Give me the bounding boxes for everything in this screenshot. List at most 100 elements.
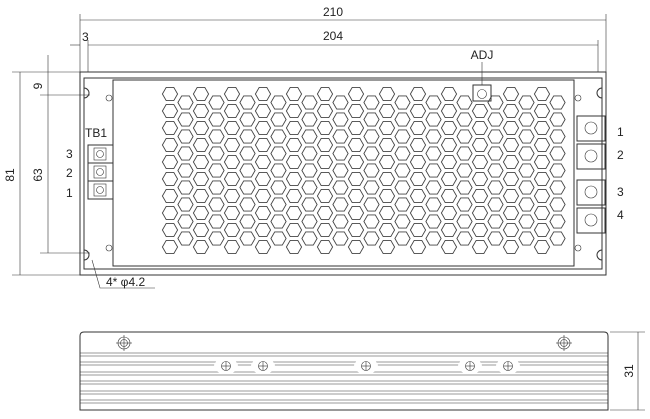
vent-hole bbox=[254, 120, 272, 136]
vent-hole bbox=[239, 163, 256, 178]
vent-hole bbox=[409, 103, 427, 119]
vent-hole bbox=[332, 146, 349, 161]
vent-hole bbox=[502, 154, 520, 170]
vent-hole bbox=[239, 95, 256, 110]
vent-hole bbox=[487, 180, 504, 195]
vent-hole bbox=[502, 188, 520, 204]
vent-hole bbox=[254, 137, 272, 153]
vent-hole bbox=[332, 197, 349, 212]
vent-hole bbox=[502, 205, 520, 221]
vent-hole bbox=[192, 137, 210, 153]
vent-hole bbox=[223, 222, 241, 238]
vent-hole bbox=[316, 120, 334, 136]
vent-hole bbox=[270, 197, 287, 212]
vent-hole bbox=[161, 222, 179, 238]
vent-hole bbox=[456, 180, 473, 195]
vent-hole bbox=[285, 188, 303, 204]
vent-hole bbox=[223, 103, 241, 119]
top-view bbox=[79, 62, 607, 276]
mounting-screw-icon bbox=[556, 335, 572, 351]
vent-hole bbox=[487, 197, 504, 212]
vent-hole bbox=[208, 112, 225, 127]
vent-hole bbox=[378, 205, 396, 221]
vent-hole bbox=[208, 180, 225, 195]
dimension-lines bbox=[12, 14, 645, 411]
vent-hole bbox=[316, 171, 334, 187]
vent-hole bbox=[502, 239, 520, 255]
vent-hole bbox=[378, 222, 396, 238]
vent-hole bbox=[456, 231, 473, 246]
vent-hole bbox=[208, 146, 225, 161]
vent-hole bbox=[223, 154, 241, 170]
vent-hole bbox=[409, 239, 427, 255]
vent-hole bbox=[487, 95, 504, 110]
vent-hole bbox=[270, 180, 287, 195]
vent-hole bbox=[440, 137, 458, 153]
vent-hole bbox=[270, 129, 287, 144]
vent-hole bbox=[208, 231, 225, 246]
output-pin-4: 4 bbox=[617, 208, 624, 222]
vent-hole bbox=[549, 180, 566, 195]
vent-hole bbox=[409, 137, 427, 153]
vent-hole bbox=[301, 231, 318, 246]
vent-hole bbox=[425, 180, 442, 195]
vent-hole bbox=[487, 231, 504, 246]
vent-hole bbox=[223, 239, 241, 255]
vent-hole bbox=[363, 231, 380, 246]
vent-hole bbox=[487, 163, 504, 178]
vent-hole bbox=[409, 120, 427, 136]
vent-hole bbox=[363, 129, 380, 144]
vent-hole bbox=[285, 154, 303, 170]
vent-hole bbox=[456, 197, 473, 212]
vent-hole bbox=[270, 163, 287, 178]
hole-spec: 4* φ4.2 bbox=[106, 275, 145, 289]
vent-hole bbox=[347, 103, 365, 119]
output-pin-3: 3 bbox=[617, 185, 624, 199]
vent-hole bbox=[285, 86, 303, 102]
vent-hole bbox=[347, 171, 365, 187]
vent-hole bbox=[316, 103, 334, 119]
vent-hole bbox=[301, 146, 318, 161]
vent-hole bbox=[378, 188, 396, 204]
vent-hole bbox=[549, 163, 566, 178]
vent-hole bbox=[208, 95, 225, 110]
vent-hole bbox=[518, 197, 535, 212]
vent-hole bbox=[192, 103, 210, 119]
vent-hole bbox=[533, 137, 551, 153]
vent-hole bbox=[270, 214, 287, 229]
vent-hole bbox=[456, 214, 473, 229]
vent-hole bbox=[192, 120, 210, 136]
vent-hole bbox=[425, 163, 442, 178]
vent-hole bbox=[440, 86, 458, 102]
vent-hole bbox=[533, 239, 551, 255]
vent-hole bbox=[223, 86, 241, 102]
vent-hole bbox=[192, 239, 210, 255]
vent-hole bbox=[177, 197, 194, 212]
vent-hole bbox=[347, 205, 365, 221]
vent-hole bbox=[549, 112, 566, 127]
vent-hole bbox=[378, 86, 396, 102]
vent-hole bbox=[270, 231, 287, 246]
vent-hole bbox=[363, 95, 380, 110]
vent-hole bbox=[440, 222, 458, 238]
vent-hole bbox=[440, 103, 458, 119]
vent-hole bbox=[456, 95, 473, 110]
vent-hole bbox=[471, 188, 489, 204]
vent-hole bbox=[254, 239, 272, 255]
vent-hole bbox=[347, 137, 365, 153]
vent-hole bbox=[192, 154, 210, 170]
vent-hole bbox=[533, 120, 551, 136]
vent-hole bbox=[316, 137, 334, 153]
vent-hole bbox=[347, 188, 365, 204]
vent-hole bbox=[549, 95, 566, 110]
vent-hole bbox=[177, 180, 194, 195]
vent-hole bbox=[254, 222, 272, 238]
vent-hole bbox=[223, 205, 241, 221]
vent-hole bbox=[316, 239, 334, 255]
vent-hole bbox=[533, 205, 551, 221]
vent-hole bbox=[301, 95, 318, 110]
vent-hole bbox=[394, 129, 411, 144]
vent-hole bbox=[239, 129, 256, 144]
vent-hole bbox=[161, 154, 179, 170]
vent-hole bbox=[301, 112, 318, 127]
